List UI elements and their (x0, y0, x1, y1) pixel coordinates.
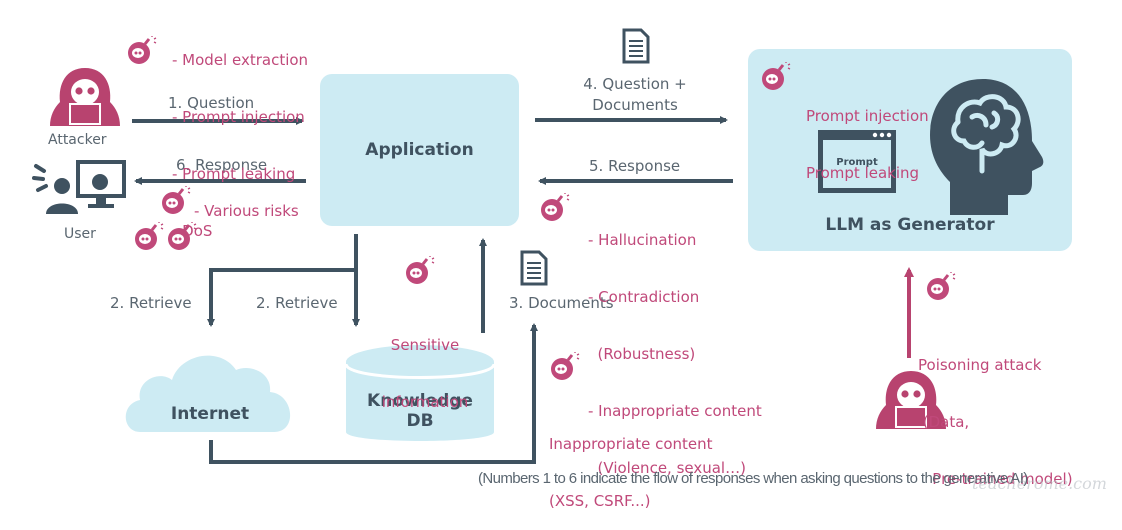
risk-item: - Model extraction (172, 51, 309, 69)
browser-window-icon (818, 130, 896, 193)
risk-item: Prompt injection (806, 107, 929, 125)
risk-item: Inappropriate content (549, 435, 713, 453)
flow-arrows (132, 116, 914, 464)
poisoning-attacker-icon (876, 371, 946, 429)
knowledge-db-line2: DB (406, 411, 434, 431)
db-risks: Sensitive information (380, 298, 470, 431)
attacker-risks: - Model extraction - Prompt injection - … (172, 13, 308, 260)
response-risks: - Hallucination - Contradiction (Robustn… (588, 193, 762, 497)
prompt-window: Prompt (818, 130, 896, 193)
risk-item: Prompt leaking (806, 164, 920, 182)
bomb-icon (126, 36, 158, 66)
risk-item: (XSS, CSRF...) (549, 492, 651, 510)
risk-item: (Violence, sexual…) (588, 459, 746, 477)
knowledge-db-line1: Knowledge (367, 391, 473, 411)
internet-risks: Inappropriate content (XSS, CSRF...) (549, 397, 713, 530)
llm-node: Prompt LLM as Generator (748, 49, 1072, 251)
bomb-icon (404, 256, 436, 286)
risk-item: - Prompt leaking (172, 165, 296, 183)
risk-item: Poisoning attack (918, 356, 1042, 374)
step6-label: 6. Response (176, 156, 268, 174)
risk-item: - Hallucination (588, 231, 697, 249)
step4-label: 4. Question + Documents (560, 74, 710, 116)
user-computer-icon (32, 160, 126, 214)
risk-item: - Inappropriate content (588, 402, 762, 420)
watermark: teacherome.com (972, 474, 1107, 493)
user-risks: - Various risks (194, 202, 299, 220)
document-icon (622, 28, 650, 64)
footnote: (Numbers 1 to 6 indicate the flow of res… (478, 470, 1028, 487)
bomb-icon (133, 222, 165, 252)
llm-risks: Prompt injection Prompt leaking (806, 69, 929, 202)
risk-item: (Data, (918, 413, 970, 431)
document-icon (520, 250, 548, 286)
risk-item: Sensitive (390, 336, 460, 354)
risk-item: Pre-trained model) (918, 470, 1073, 488)
step4-line1: 4. Question + (583, 75, 687, 93)
bomb-icon (760, 62, 792, 92)
brain-head-icon (930, 79, 1044, 215)
arrow-step3 (209, 323, 538, 464)
risk-item: (Robustness) (588, 345, 696, 363)
user-label: User (64, 226, 96, 242)
attacker-icon (50, 68, 120, 126)
prompt-label: Prompt (836, 157, 878, 168)
risk-item: information (381, 393, 469, 411)
arrow-step2-internet (207, 268, 356, 327)
step4-line2: Documents (592, 96, 678, 114)
risk-item: - Contradiction (588, 288, 700, 306)
bomb-icon (549, 352, 581, 382)
bomb-icon (539, 193, 571, 223)
risk-item: - Prompt injection (172, 108, 305, 126)
step1-label: 1. Question (168, 94, 255, 112)
application-label: Application (365, 140, 474, 160)
llm-label: LLM as Generator (825, 215, 995, 235)
application-node: Application (320, 74, 519, 226)
step2-db-label: 2. Retrieve (256, 294, 338, 312)
poisoning-risks: Poisoning attack (Data, Pre-trained mode… (918, 318, 1073, 508)
internet-cloud-icon (125, 355, 291, 432)
internet-label: Internet (170, 404, 250, 424)
knowledge-db-label: Knowledge DB (344, 391, 496, 431)
step3-label: 3. Documents (509, 294, 614, 312)
attacker-label: Attacker (48, 132, 107, 148)
step5-label: 5. Response (589, 157, 681, 175)
risk-item: - DoS (172, 222, 213, 240)
bomb-icon (925, 272, 957, 302)
database-icon (344, 345, 496, 441)
step2-internet-label: 2. Retrieve (110, 294, 192, 312)
